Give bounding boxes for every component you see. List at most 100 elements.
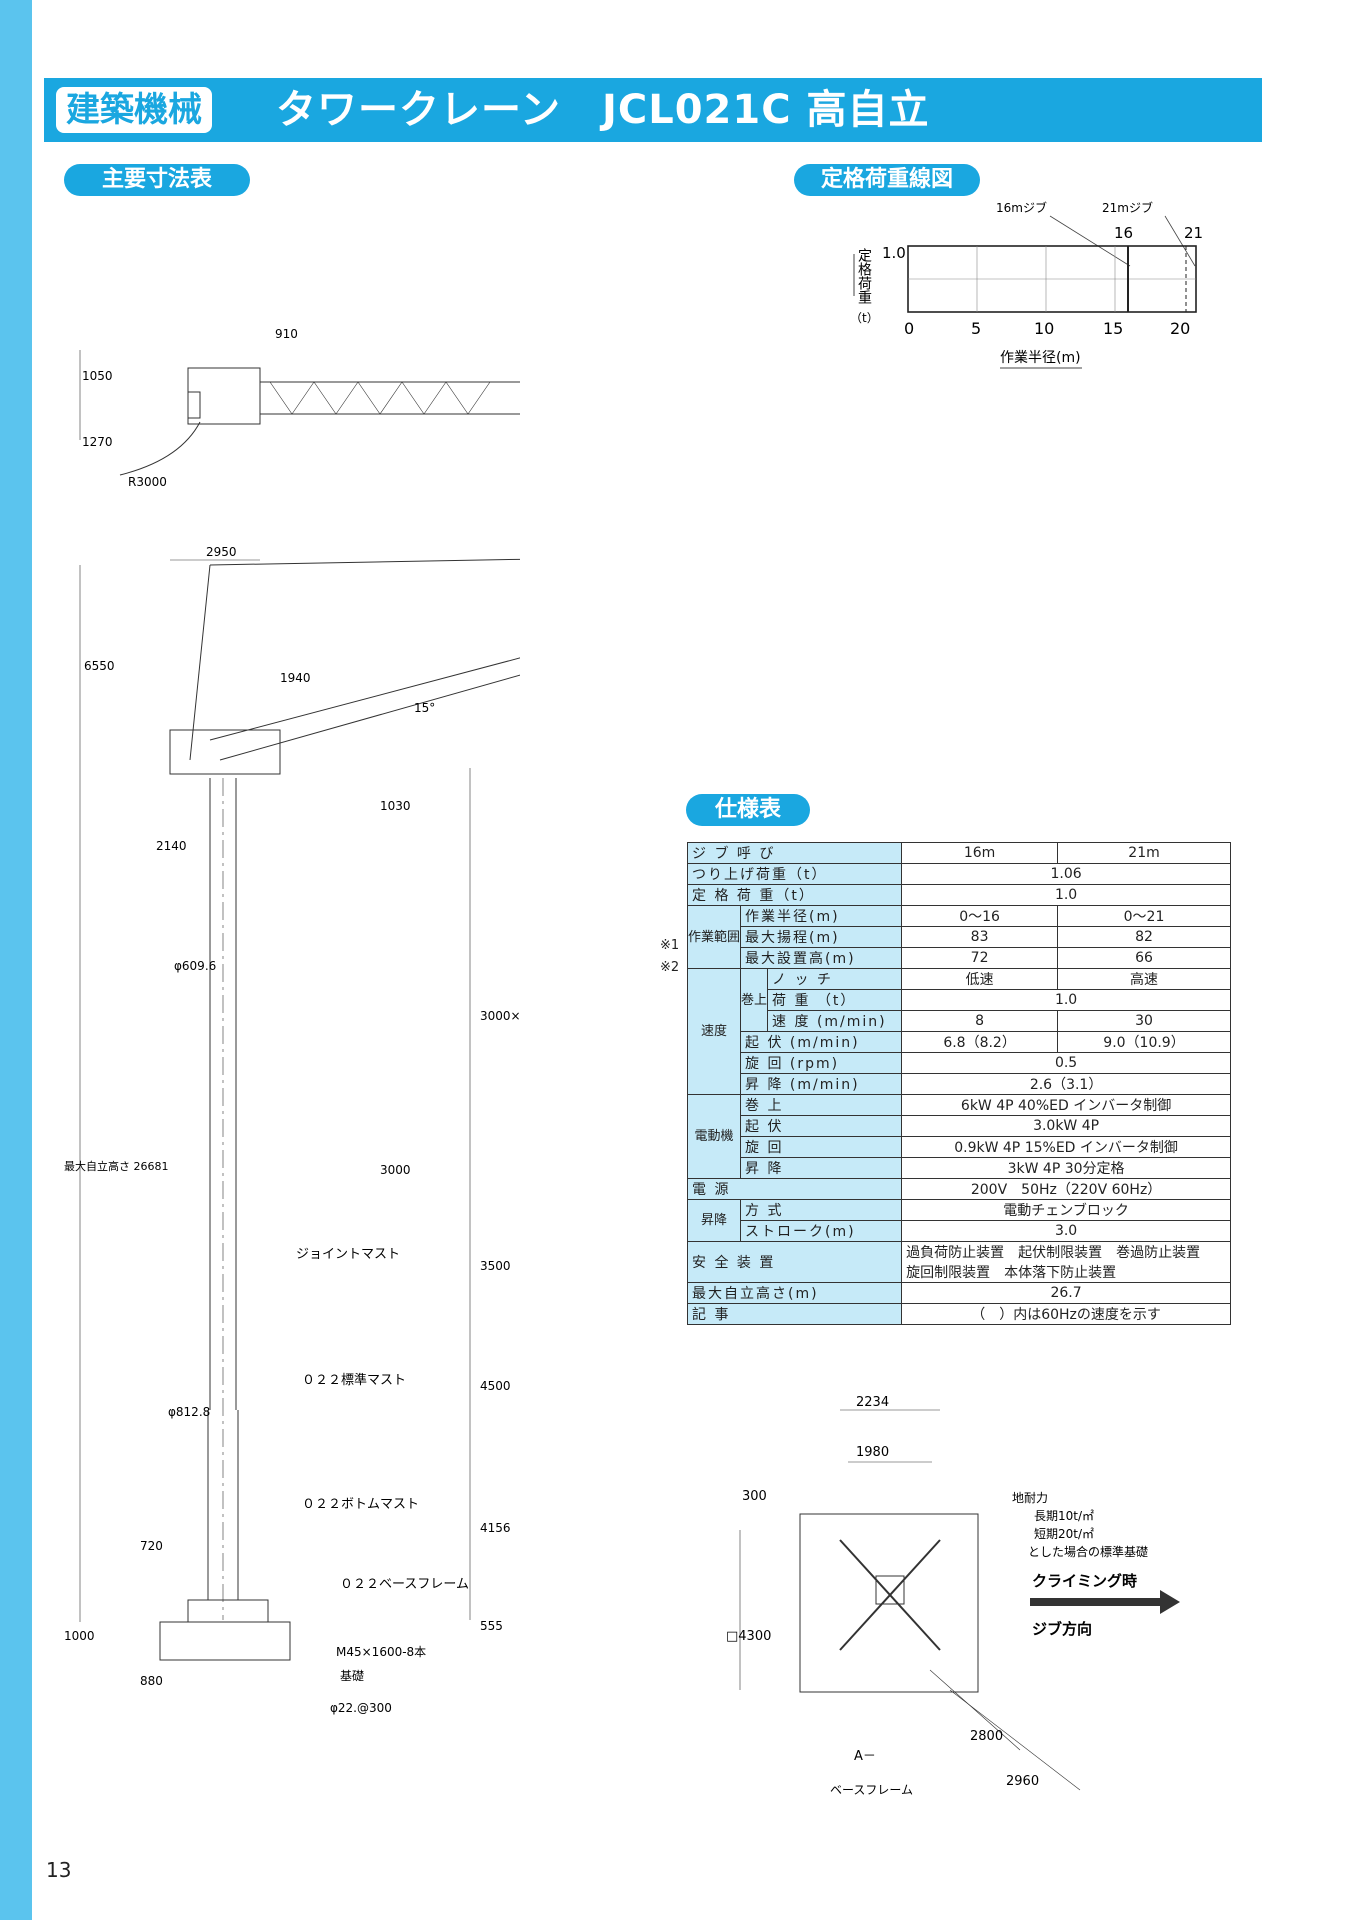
x-tick-0: 0 xyxy=(904,319,914,338)
label-base-frame: ベースフレーム xyxy=(830,1783,913,1797)
label-stroke: ストローク(m) xyxy=(740,1220,903,1242)
page-number: 13 xyxy=(46,1858,72,1882)
base-frame xyxy=(187,1599,269,1623)
elev-jib-top-chord xyxy=(209,657,520,741)
row-m-slew: 旋 回 0.9kW 4P 15%ED インバータ制御 xyxy=(688,1136,1231,1158)
dim-max-height: 最大自立高さ 26681 xyxy=(64,1159,169,1173)
val-install21: 66 xyxy=(1057,947,1231,969)
label-base-frame: ０２２ベースフレーム xyxy=(340,1577,469,1592)
load-chart-section-label: 定格荷重線図 xyxy=(794,164,980,196)
label-foundation: 基礎 xyxy=(340,1669,364,1683)
dim-phi8128: φ812.8 xyxy=(168,1405,210,1419)
val-notch21: 高速 xyxy=(1057,968,1231,990)
elev-pendant xyxy=(209,558,520,566)
dim-4500: 4500 xyxy=(480,1379,511,1393)
row-m-hoist: 電動機 巻 上 6kW 4P 40%ED インバータ制御 xyxy=(686,1094,1231,1179)
val-luff21: 9.0（10.9） xyxy=(1057,1031,1231,1053)
group-speed: 速度 xyxy=(686,968,742,1095)
val-m-luff: 3.0kW 4P xyxy=(901,1115,1231,1137)
slew-text: 旋 回 xyxy=(745,1056,784,1072)
val-hoist-speed21: 30 xyxy=(1057,1010,1231,1032)
val-rated-load: 1.0 xyxy=(901,884,1231,906)
dim-15deg: 15° xyxy=(414,701,435,715)
dim-910: 910 xyxy=(275,327,298,341)
row-luff: 起 伏 (m/min) 6.8（8.2） 9.0（10.9） xyxy=(688,1031,1231,1053)
side-stripe xyxy=(0,0,32,1920)
dim-3000x5: 3000×5=15000 xyxy=(480,1009,520,1023)
label-notch: ノ ッ チ xyxy=(767,968,903,990)
dim-4156: 4156 xyxy=(480,1521,511,1535)
row-slew: 旋 回 (rpm) 0.5 xyxy=(688,1052,1231,1074)
val-luff16: 6.8（8.2） xyxy=(901,1031,1059,1053)
val-stroke: 3.0 xyxy=(901,1220,1231,1242)
x-tick-5: 5 xyxy=(971,319,981,338)
val-m-climb: 3kW 4P 30分定格 xyxy=(901,1157,1231,1179)
plan-swing-arc xyxy=(119,421,201,476)
label-safety: 安 全 装 置 xyxy=(686,1241,903,1283)
dim-1980: 1980 xyxy=(856,1445,889,1460)
y-unit: （t） xyxy=(850,311,879,325)
dim-300: 300 xyxy=(742,1489,767,1504)
dim-2960: 2960 xyxy=(1006,1774,1039,1789)
val-hoist-speed16: 8 xyxy=(901,1010,1059,1032)
x-axis-label: 作業半径(m) xyxy=(1000,350,1081,366)
row-safety: 安 全 装 置 過負荷防止装置 起伏制限装置 巻過防止装置 旋回制限装置 本体落… xyxy=(686,1241,1231,1283)
label-hoist-speed: 速 度 (m/min) xyxy=(767,1010,903,1032)
group-work: 作業範囲 xyxy=(686,905,742,969)
label-m-luff: 起 伏 xyxy=(740,1115,903,1137)
label-pile: φ22.@300 xyxy=(330,1701,392,1715)
row-climb-speed: 昇 降 (m/min) 2.6（3.1） xyxy=(688,1073,1231,1095)
section-mark: A－ xyxy=(854,1749,876,1764)
row-method: 昇降 方 式 電動チェンブロック xyxy=(686,1199,1231,1242)
val-m-slew: 0.9kW 4P 15%ED インバータ制御 xyxy=(901,1136,1231,1158)
dim-1000: 1000 xyxy=(64,1629,95,1643)
jib16-label: 16mジブ xyxy=(996,200,1047,215)
dim-1940: 1940 xyxy=(280,671,311,685)
label-radius: 作業半径(m) xyxy=(740,905,903,927)
val-method: 電動チェンブロック xyxy=(901,1199,1231,1221)
label-method: 方 式 xyxy=(740,1199,903,1221)
dim-1270: 1270 xyxy=(82,435,113,449)
label-bottom-mast: ０２２ボトムマスト xyxy=(302,1497,419,1512)
val-slew: 0.5 xyxy=(901,1052,1231,1074)
row-lift-load: つり上げ荷重（t） 1.06 xyxy=(686,863,1231,885)
val-safety: 過負荷防止装置 起伏制限装置 巻過防止装置 旋回制限装置 本体落下防止装置 xyxy=(901,1241,1231,1283)
row-m-climb: 昇 降 3kW 4P 30分定格 xyxy=(688,1157,1231,1179)
dim-2140: 2140 xyxy=(156,839,187,853)
plan-jib-lacing xyxy=(269,381,491,415)
label-slew: 旋 回 (rpm) xyxy=(740,1052,903,1074)
luff-unit: (m/min) xyxy=(789,1035,860,1051)
soil-short: 短期20t/㎡ xyxy=(1034,1527,1094,1541)
dim-720: 720 xyxy=(140,1539,163,1553)
jib21-leader xyxy=(1164,215,1196,267)
row-power: 電 源 200V 50Hz（220V 60Hz） xyxy=(686,1178,1231,1200)
spec-table: ジ ブ 呼 び 16m 21m つり上げ荷重（t） 1.06 定 格 荷 重（t… xyxy=(686,842,1231,1325)
label-luff: 起 伏 (m/min) xyxy=(740,1031,903,1053)
elev-slewing-unit xyxy=(169,729,281,775)
plan-slewing-unit xyxy=(187,367,261,425)
category-badge: 建築機械 xyxy=(56,87,212,133)
label-standard-mast: ０２２標準マスト xyxy=(302,1372,406,1388)
label-climb-speed: 昇 降 (m/min) xyxy=(740,1073,903,1095)
row-install-height: 最大設置高(m) 72 66 xyxy=(688,947,1231,969)
x-tick-15: 15 xyxy=(1103,319,1123,338)
row-lift-height: 最大揚程(m) 83 82 xyxy=(688,926,1231,948)
note-1: ※1 xyxy=(660,938,680,953)
jib-direction-label: ジブ方向 xyxy=(1032,1620,1092,1638)
foundation-block xyxy=(159,1621,291,1661)
foundation-square xyxy=(799,1513,979,1693)
row-hoist-load: 荷 重 （t） 1.0 xyxy=(688,989,1231,1011)
dim-4300: □4300 xyxy=(726,1629,771,1644)
row-stroke: ストローク(m) 3.0 xyxy=(688,1220,1231,1242)
label-joint-mast: ジョイントマスト xyxy=(296,1247,400,1262)
row-notch: 速度 巻上 ノ ッ チ 低速 高速 xyxy=(686,968,1231,1095)
label-jib: ジ ブ 呼 び xyxy=(686,842,903,864)
slew-unit: (rpm) xyxy=(789,1056,840,1072)
climb-speed-unit: (m/min) xyxy=(789,1077,860,1093)
val-power: 200V 50Hz（220V 60Hz） xyxy=(901,1178,1231,1200)
jib16-leader xyxy=(1049,215,1131,267)
y-axis-label: 定格荷重 xyxy=(856,248,872,304)
soil-note: とした場合の標準基礎 xyxy=(1028,1544,1148,1559)
row-hoist-speed: 速 度 (m/min) 8 30 xyxy=(688,1010,1231,1032)
soil-title: 地耐力 xyxy=(1012,1491,1048,1505)
